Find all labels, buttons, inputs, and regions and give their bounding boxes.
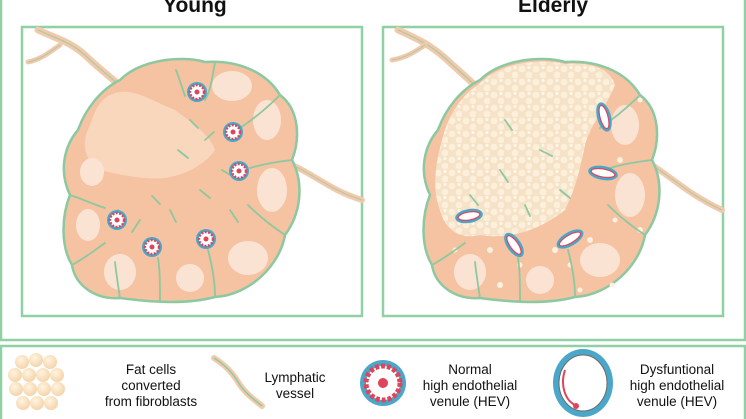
follicle	[526, 266, 554, 294]
follicle	[80, 158, 104, 186]
dysfunctional-hev	[596, 102, 612, 132]
follicle	[580, 243, 620, 277]
legend-dysfunctional-hev: Dysfuntional high endothelial venule (HE…	[629, 362, 725, 409]
legend-frame	[0, 344, 746, 419]
dysfunctional-hev	[556, 229, 584, 249]
normal-hev	[142, 237, 162, 257]
legend-normal-hev: Normal high endothelial venule (HEV)	[422, 362, 518, 409]
follicle	[176, 264, 204, 292]
fat-infiltration	[435, 61, 615, 237]
legend-lymphatic: Lymphatic vessel	[264, 370, 326, 401]
follicle	[228, 241, 268, 275]
top-frame	[0, 0, 746, 342]
follicle	[615, 173, 645, 217]
young-title: Young	[163, 0, 227, 17]
young-lymph-node	[25, 26, 365, 304]
follicle	[454, 254, 486, 290]
follicle	[611, 105, 639, 145]
lymphatic-vessel-icon	[211, 355, 265, 409]
follicle	[253, 100, 281, 140]
normal-hev	[187, 82, 207, 102]
dysfunctional-hev	[504, 232, 524, 258]
normal-hev	[107, 210, 127, 230]
normal-hev-icon	[360, 360, 406, 406]
dysfunctional-hev-icon	[553, 349, 613, 417]
fat-cells-icon	[8, 353, 65, 410]
follicle	[257, 168, 287, 212]
follicle	[76, 209, 100, 241]
dysfunctional-hev	[588, 165, 618, 181]
normal-hev	[223, 122, 243, 142]
normal-hev	[196, 229, 216, 249]
dysfunctional-hev	[455, 208, 483, 224]
legend-fat-cells: Fat cells converted from fibroblasts	[104, 362, 198, 409]
normal-hev	[229, 161, 249, 181]
elderly-lymph-node	[389, 26, 725, 304]
follicle	[212, 71, 252, 101]
follicle	[104, 254, 136, 290]
elderly-title: Elderly	[518, 0, 589, 17]
